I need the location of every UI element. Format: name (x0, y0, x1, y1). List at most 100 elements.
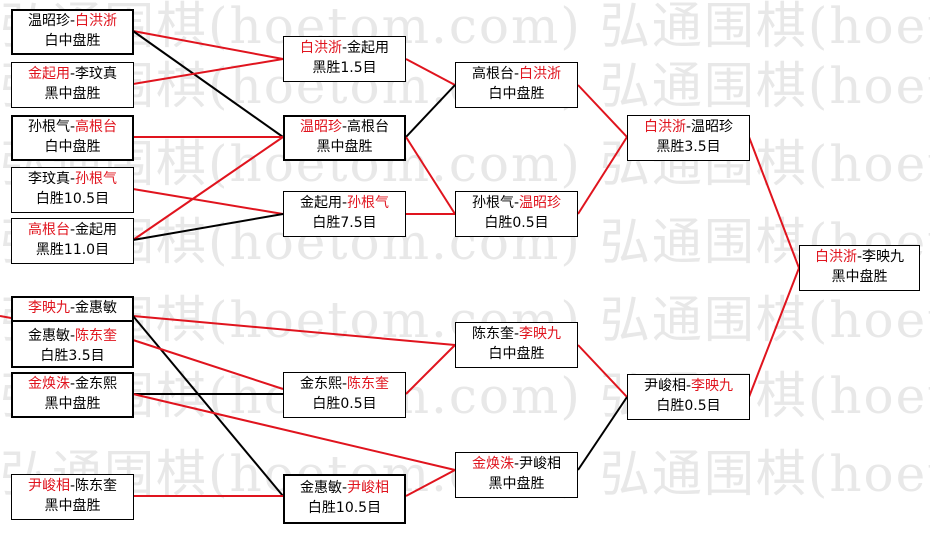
match-players: 尹峻相-陈东奎 (27, 478, 118, 494)
player-black: 白洪浙 (814, 249, 857, 265)
match-result: 黑中盘胜 (44, 498, 101, 514)
bracket-line (132, 315, 456, 346)
match-players: 白洪浙-李映九 (814, 249, 905, 265)
match-result: 白胜3.5目 (40, 348, 105, 364)
player-black: 金惠敏 (27, 328, 70, 344)
match-players: 白洪浙-温昭珍 (643, 119, 734, 135)
match-result: 黑中盘胜 (44, 86, 101, 102)
match-box[interactable]: 尹峻相-陈东奎 黑中盘胜 (11, 474, 134, 520)
match-result: 白中盘胜 (488, 86, 545, 102)
watermark-line: 弘通围棋(hoetom.com) 弘通围棋(hoetom.com) 弘通围棋 (0, 135, 930, 193)
player-black: 白洪浙 (643, 119, 686, 135)
bracket-line (405, 344, 456, 395)
match-box[interactable]: 白洪浙-金起用 黑胜1.5目 (283, 36, 406, 82)
player-white: 孙根气 (347, 195, 390, 211)
bracket-line (132, 213, 284, 241)
bracket-line (132, 188, 284, 215)
match-players: 孙根气-温昭珍 (471, 195, 562, 211)
match-box[interactable]: 金东熙-陈东奎 白胜0.5目 (283, 372, 406, 418)
watermark-line: 弘通围棋(hoetom.com) 弘通围棋(hoetom.com) 弘通围棋 (0, 367, 930, 425)
match-box[interactable]: 金惠敏-尹峻相 白胜10.5目 (283, 474, 406, 524)
bracket-line (132, 30, 284, 60)
match-box[interactable]: 金焕洙-金东熙 黑中盘胜 (11, 372, 134, 418)
bracket-line (132, 136, 284, 241)
match-box[interactable]: 金起用-孙根气 白胜7.5目 (283, 191, 406, 237)
match-box[interactable]: 金焕洙-尹峻相 黑中盘胜 (455, 452, 578, 498)
player-white: 李映九 (862, 249, 905, 265)
match-players: 白洪浙-金起用 (299, 40, 390, 56)
match-result: 白胜7.5目 (312, 215, 377, 231)
match-result: 黑中盘胜 (831, 269, 888, 285)
player-white: 陈东奎 (75, 478, 118, 494)
bracket-line (405, 136, 456, 215)
match-box[interactable]: 李玟真-孙根气 白胜10.5目 (11, 167, 134, 213)
match-box[interactable]: 温昭珍-白洪浙 白中盘胜 (11, 9, 134, 55)
match-players: 陈东奎-李映九 (471, 326, 562, 342)
match-result: 白中盘胜 (44, 33, 101, 49)
player-white: 尹峻相 (519, 456, 562, 472)
match-box[interactable]: 陈东奎-李映九 白中盘胜 (455, 322, 578, 368)
bracket-line (405, 469, 456, 497)
player-white: 温昭珍 (519, 195, 562, 211)
player-white: 温昭珍 (691, 119, 734, 135)
bracket-line (132, 339, 284, 390)
match-box[interactable]: 白洪浙-温昭珍 黑胜3.5目 (627, 115, 750, 161)
match-players: 高根台-白洪浙 (471, 66, 562, 82)
player-white: 高根台 (347, 119, 390, 135)
match-box[interactable]: 金起用-李玟真 黑中盘胜 (11, 62, 134, 108)
bracket-line (132, 58, 284, 85)
match-players: 李玟真-孙根气 (27, 171, 118, 187)
player-black: 高根台 (471, 66, 514, 82)
match-box[interactable]: 孙根气-温昭珍 白胜0.5目 (455, 191, 578, 237)
player-black: 金焕洙 (27, 376, 70, 392)
match-result: 白中盘胜 (488, 346, 545, 362)
player-black: 温昭珍 (27, 13, 70, 29)
player-black: 尹峻相 (643, 378, 686, 394)
player-white: 孙根气 (75, 171, 118, 187)
match-box[interactable]: 尹峻相-李映九 白胜0.5目 (627, 374, 750, 420)
player-white: 陈东奎 (75, 328, 118, 344)
match-box[interactable]: 孙根气-高根台 白中盘胜 (11, 115, 134, 161)
match-players: 温昭珍-高根台 (299, 119, 390, 135)
player-black: 孙根气 (471, 195, 514, 211)
match-players: 金焕洙-尹峻相 (471, 456, 562, 472)
player-white: 白洪浙 (519, 66, 562, 82)
match-players: 温昭珍-白洪浙 (27, 13, 118, 29)
match-result: 白中盘胜 (44, 139, 101, 155)
match-result: 黑中盘胜 (44, 396, 101, 412)
player-black: 温昭珍 (299, 119, 342, 135)
bracket-line (132, 30, 284, 138)
match-result: 黑胜3.5目 (656, 139, 721, 155)
match-players: 金惠敏-陈东奎 (27, 328, 118, 344)
match-box[interactable]: 李映九-金惠敏 (11, 296, 134, 322)
match-result: 黑中盘胜 (488, 476, 545, 492)
player-white: 金起用 (75, 222, 118, 238)
bracket-line (577, 344, 628, 398)
player-black: 尹峻相 (27, 478, 70, 494)
match-players: 金焕洙-金东熙 (27, 376, 118, 392)
match-result: 黑中盘胜 (316, 139, 373, 155)
player-black: 陈东奎 (471, 326, 514, 342)
match-players: 高根台-金起用 (27, 222, 118, 238)
match-box[interactable]: 高根台-白洪浙 白中盘胜 (455, 62, 578, 108)
player-white: 陈东奎 (347, 376, 390, 392)
player-black: 李映九 (27, 300, 70, 316)
player-black: 白洪浙 (299, 40, 342, 56)
match-result: 白胜0.5目 (656, 398, 721, 414)
player-black: 金起用 (27, 66, 70, 82)
player-white: 李映九 (691, 378, 734, 394)
bracket-line (748, 267, 800, 398)
player-white: 李映九 (519, 326, 562, 342)
match-result: 白胜0.5目 (312, 396, 377, 412)
match-players: 孙根气-高根台 (27, 119, 118, 135)
match-box[interactable]: 高根台-金起用 黑胜11.0目 (11, 218, 134, 264)
match-result: 白胜10.5目 (307, 500, 382, 516)
match-players: 金起用-李玟真 (27, 66, 118, 82)
match-result: 白胜0.5目 (484, 215, 549, 231)
player-black: 孙根气 (27, 119, 70, 135)
match-box[interactable]: 温昭珍-高根台 黑中盘胜 (283, 115, 406, 161)
bracket-line (577, 136, 628, 215)
match-box[interactable]: 金惠敏-陈东奎 白胜3.5目 (11, 318, 134, 368)
final-match-box[interactable]: 白洪浙-李映九 黑中盘胜 (799, 245, 920, 291)
bracket-line (405, 84, 456, 138)
